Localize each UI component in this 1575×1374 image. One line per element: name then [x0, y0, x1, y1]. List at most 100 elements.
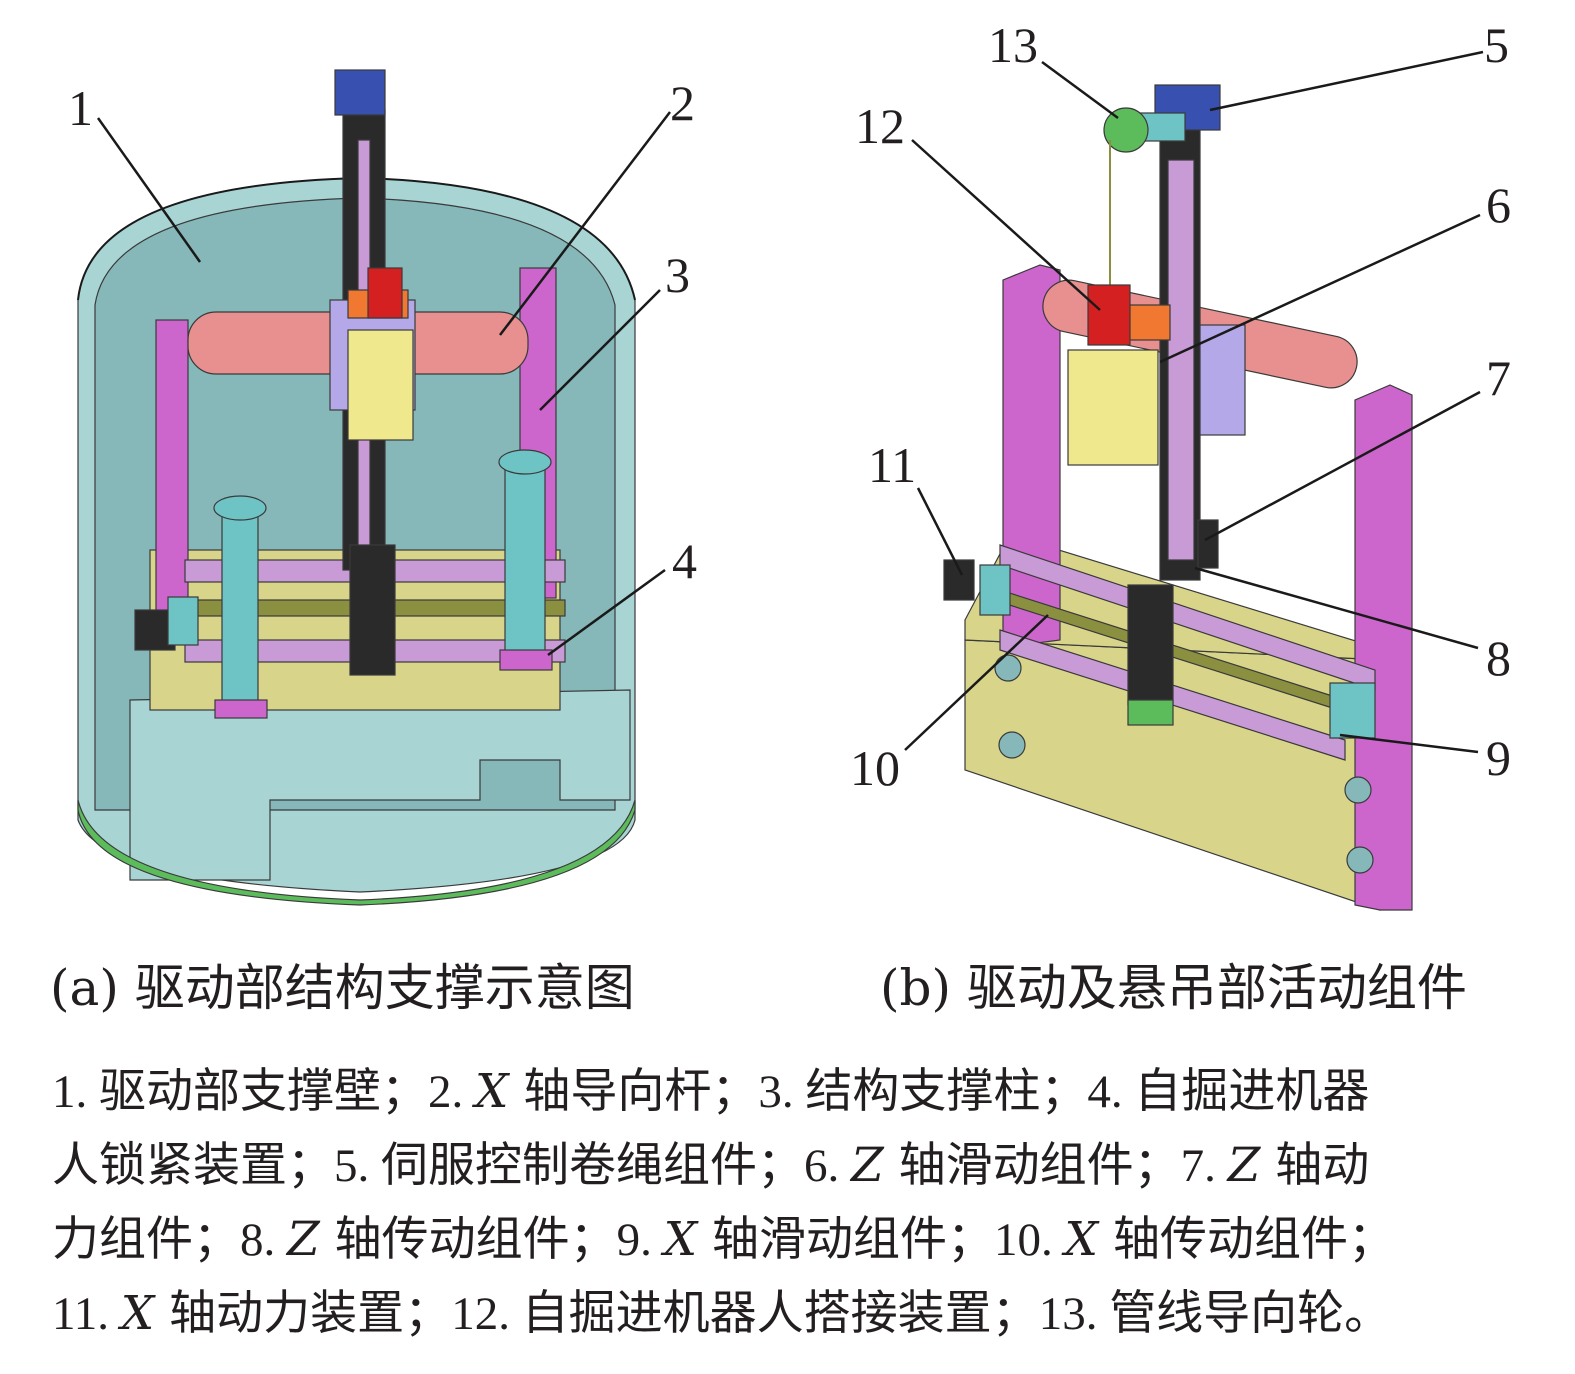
leader-5 — [1209, 50, 1484, 112]
structure-pillar-left — [155, 319, 189, 641]
legend-number: 4. — [1087, 1066, 1135, 1118]
leader-9 — [1339, 733, 1479, 754]
legend-text: 人锁紧装置； — [52, 1138, 334, 1193]
z-column-rail-b — [1167, 159, 1195, 561]
label-2: 2 — [670, 75, 695, 131]
legend-number: 9. — [616, 1214, 664, 1266]
leader-8 — [1194, 566, 1479, 650]
lock-ring-right — [499, 649, 553, 671]
legend-number: 2. — [428, 1066, 475, 1118]
guide-wheel-b — [1103, 107, 1149, 153]
leader-3 — [539, 289, 661, 411]
legend-line: 11. X 轴动力装置；12. 自掘进机器人搭接装置；13. 管线导向轮。 — [52, 1277, 1532, 1351]
leader-6 — [1159, 213, 1481, 364]
legend-axis-symbol: Z — [851, 1138, 884, 1193]
label-4: 4 — [672, 533, 697, 589]
legend-number: 7. — [1180, 1140, 1228, 1192]
leader-4 — [547, 568, 666, 657]
leaders-b — [904, 50, 1484, 754]
legend-axis-symbol: X — [1064, 1212, 1099, 1267]
legend-number: 13. — [1038, 1288, 1110, 1340]
legend-number: 1. — [52, 1066, 99, 1118]
label-11: 11 — [868, 437, 916, 493]
lock-cap-right — [498, 449, 552, 475]
labels-b: 13 5 12 6 7 11 8 10 9 — [850, 17, 1511, 796]
legend-text: 伺服控制卷绳组件； — [381, 1138, 804, 1193]
x-end-cap-a — [167, 596, 199, 646]
legend-axis-symbol: X — [475, 1064, 509, 1119]
base-block-a — [129, 689, 631, 881]
legend-text: 自掘进机器人搭接装置； — [521, 1286, 1039, 1341]
labels-a: 1 2 3 4 — [68, 75, 697, 589]
lock-cylinder-right — [504, 454, 546, 666]
panel-a-drawing — [77, 69, 636, 906]
leader-2 — [499, 111, 671, 336]
label-9: 9 — [1486, 730, 1511, 786]
legend-text: 轴传动组件； — [1098, 1212, 1395, 1267]
lock-cap-left — [213, 495, 267, 521]
clamp-b — [1067, 349, 1159, 466]
legend-axis-symbol: X — [120, 1286, 155, 1341]
legend-text: 结构支撑柱； — [805, 1064, 1088, 1119]
legend-text: 力组件； — [52, 1212, 240, 1267]
base-bolt-3 — [1344, 776, 1372, 804]
legend-number: 6. — [804, 1140, 851, 1192]
caption-a: (a) 驱动部结构支撑示意图 — [50, 959, 635, 1017]
label-8: 8 — [1486, 630, 1511, 686]
label-13: 13 — [988, 17, 1038, 73]
legend-text: 轴滑动组件； — [697, 1212, 995, 1267]
wall-green-foot — [77, 799, 636, 906]
label-12: 12 — [855, 98, 905, 154]
lock-ring-left — [214, 699, 268, 719]
base-plate-b — [964, 639, 1386, 911]
legend-text: 轴动力装置； — [154, 1286, 452, 1341]
x-end-cap-left-b — [979, 564, 1011, 616]
leaders-a — [96, 111, 671, 657]
leader-1 — [96, 117, 202, 263]
legend-axis-symbol: Z — [287, 1212, 320, 1267]
legend-text: 自掘进机器 — [1134, 1064, 1370, 1119]
base-bolt-4 — [1346, 846, 1374, 874]
legend-line: 1. 驱动部支撑壁；2. X 轴导向杆；3. 结构支撑柱；4. 自掘进机器 — [52, 1055, 1532, 1129]
leader-12 — [911, 139, 1101, 311]
label-1: 1 — [68, 80, 93, 136]
panel-b-drawing — [943, 84, 1413, 911]
x-slider-block-a — [349, 544, 396, 676]
label-10: 10 — [850, 740, 900, 796]
legend-text: 管线导向轮。 — [1109, 1286, 1392, 1341]
base-bolt-1 — [994, 654, 1022, 682]
base-bolt-2 — [998, 731, 1026, 759]
legend-text: 驱动部支撑壁； — [99, 1064, 428, 1119]
legend-number: 12. — [451, 1288, 522, 1340]
leader-7 — [1204, 390, 1481, 542]
red-docking-b — [1087, 284, 1131, 346]
legend-number: 5. — [334, 1140, 381, 1192]
x-slider-block-b — [1127, 584, 1174, 706]
legend-text: 轴动 — [1260, 1138, 1370, 1193]
clamp-a — [347, 329, 414, 441]
x-end-cap-right-b — [1329, 682, 1376, 739]
leader-13 — [1041, 60, 1119, 120]
legend-number: 11. — [52, 1288, 121, 1340]
legend-text: 轴导向杆； — [508, 1064, 759, 1119]
legend-number: 10. — [994, 1214, 1065, 1266]
legend-line: 力组件；8. Z 轴传动组件；9. X 轴滑动组件；10. X 轴传动组件； — [52, 1203, 1532, 1277]
legend-axis-symbol: X — [663, 1212, 698, 1267]
red-docking-a — [367, 267, 403, 319]
legend-number: 3. — [758, 1066, 806, 1118]
leader-11 — [916, 487, 964, 576]
mechanism-figure: 1 2 3 4 — [68, 17, 1511, 911]
legend-text: 轴传动组件； — [319, 1212, 617, 1267]
legend-number: 8. — [240, 1214, 287, 1266]
legend-line: 人锁紧装置；5. 伺服控制卷绳组件；6. Z 轴滑动组件；7. Z 轴动 — [52, 1129, 1532, 1203]
lock-cylinder-left — [221, 504, 259, 716]
x-slider-foot-b — [1127, 699, 1174, 726]
z-motor-b — [1197, 519, 1219, 569]
component-legend: 1. 驱动部支撑壁；2. X 轴导向杆；3. 结构支撑柱；4. 自掘进机器人锁紧… — [52, 1055, 1532, 1351]
x-motor-b — [943, 559, 975, 601]
caption-b: (b) 驱动及悬吊部活动组件 — [880, 959, 1467, 1017]
z-top-motor-a — [334, 69, 386, 116]
label-6: 6 — [1486, 177, 1511, 233]
label-5: 5 — [1484, 17, 1509, 73]
leader-10 — [904, 614, 1049, 751]
